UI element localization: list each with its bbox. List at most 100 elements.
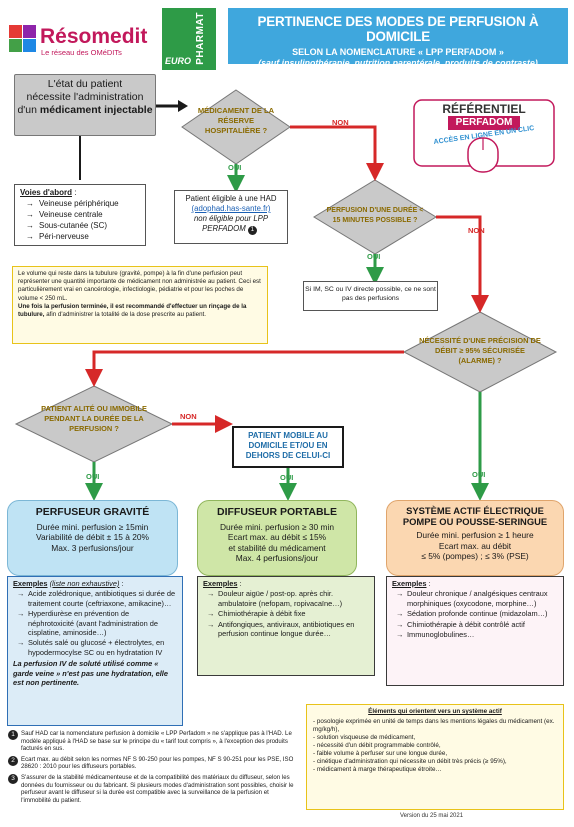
elements-item: - nécessité d'un débit programmable cont… (313, 742, 441, 749)
card-line: Ecart max. au débit ≤ 15% (227, 532, 327, 542)
resomedit-puzzle-icon (9, 25, 36, 52)
example-item: Douleur aigüe / post-op. après chir. amb… (207, 589, 369, 608)
had-box: Patient éligible à une HAD (adophad.has-… (174, 190, 288, 244)
examples-actif-box: Exemples : Douleur chronique / analgésiq… (386, 576, 564, 686)
had-line1: Patient éligible à une HAD (185, 194, 277, 203)
page-subtitle-exclusions: (sauf insulinothérapie, nutrition parent… (258, 58, 538, 68)
label-oui: OUI (367, 252, 381, 261)
voies-item: Péri-nerveuse (26, 231, 140, 242)
card-title: DIFFUSEUR PORTABLE (217, 506, 337, 518)
footnote-text: Sauf HAD car la nomenclature perfusion à… (21, 730, 292, 753)
card-line: Durée mini. perfusion ≥ 1 heure (416, 530, 534, 540)
examples-title: Exemples (203, 579, 238, 588)
example-item: Antifongiques, antiviraux, antibiotiques… (207, 620, 369, 639)
card-line: ≤ 5% (pompes) ; ≤ 3% (PSE) (421, 551, 529, 561)
decision-alite: PATIENT ALITÉ OU IMMOBILE PENDANT LA DUR… (41, 404, 147, 433)
footnote-text: S'assurer de la stabilité médicamenteuse… (21, 773, 294, 804)
label-oui: OUI (472, 470, 486, 479)
volume-end: afin d'administrer la totalité de la dos… (46, 311, 206, 319)
volume-text: Le volume qui reste dans la tubulure (gr… (18, 270, 261, 302)
pharmat-label: PHARMAT (195, 12, 206, 65)
card-title: SYSTÈME ACTIF ÉLECTRIQUE POMPE OU POUSSE… (402, 505, 548, 527)
footnote: 1 Sauf HAD car la nomenclature perfusion… (8, 730, 300, 753)
referentiel-perfadom: PERFADOM (455, 117, 513, 128)
example-item: Chimiothérapie à débit contrôlé actif (396, 620, 558, 629)
label-oui: OUI (228, 163, 242, 172)
logo-name: Résomedit (40, 25, 148, 48)
start-bold: médicament injectable (39, 104, 153, 116)
title-banner: PERTINENCE DES MODES DE PERFUSION À DOMI… (228, 8, 568, 68)
decision-duree: PERFUSION D'UNE DURÉE < 15 MINUTES POSSI… (326, 207, 424, 224)
card-line: Variabilité de débit ± 15 à 20% (36, 532, 149, 542)
elements-title: Éléments qui orientent vers un système a… (368, 708, 502, 715)
elements-item: - solution visqueuse de médicament, (313, 734, 416, 741)
examples-diffuseur-box: Exemples : Douleur aigüe / post-op. aprè… (197, 576, 375, 676)
voies-item: Veineuse centrale (26, 209, 140, 220)
example-item: Hyperdiurèse en prévention de néphrotoxi… (17, 609, 177, 637)
elements-item: - cinétique d'administration qui nécessi… (313, 758, 507, 765)
voies-abord-box: Voies d'abord : Veineuse périphérique Ve… (14, 184, 146, 246)
elements-item: - posologie exprimée en unité de temps d… (313, 718, 555, 733)
decision-precision: NÉCESSITÉ D'UNE PRÉCISION DE DÉBIT ≥ 95%… (419, 336, 541, 365)
examples-title: Exemples (392, 579, 427, 588)
card-line: Ecart max. au débit (438, 540, 512, 551)
label-non: NON (468, 226, 485, 235)
card-line: Max. 4 perfusions/jour (235, 553, 319, 563)
label-non: NON (180, 412, 197, 421)
voies-item: Sous-cutanée (SC) (26, 220, 140, 231)
voies-title: Voies d'abord (20, 188, 72, 197)
logo-tagline: Le réseau des OMéDITs (41, 48, 122, 57)
version-label: Version du 25 mai 2021 (400, 813, 464, 819)
examples-footer: La perfusion IV de soluté utilisé comme … (13, 659, 168, 688)
example-item: Chimiothérapie à débit fixe (207, 609, 369, 618)
elements-item: - faible volume à perfuser sur une longu… (313, 750, 448, 757)
systeme-actif-card: SYSTÈME ACTIF ÉLECTRIQUE POMPE OU POUSSE… (386, 500, 564, 576)
had-line3: non éligible pour LPP PERFADOM (193, 214, 269, 233)
footnote-number: 3 (8, 773, 18, 784)
examples-title-note: (liste non exhaustive) (49, 579, 120, 588)
example-item: Solutés salé ou glucosé + électrolytes, … (17, 638, 177, 657)
label-non: NON (332, 118, 349, 127)
volume-tubulure-box: Le volume qui reste dans la tubulure (gr… (12, 266, 268, 344)
card-title: PERFUSEUR GRAVITÉ (35, 506, 150, 518)
elements-systeme-actif-box: Éléments qui orientent vers un système a… (306, 704, 564, 810)
page-subtitle: SELON LA NOMENCLATURE « LPP PERFADOM » (292, 47, 504, 57)
card-line: Durée mini. perfusion ≥ 15min (36, 521, 149, 532)
start-line3: d'un (17, 104, 37, 116)
footnote-text: Ecart max. au débit selon les normes NF … (21, 755, 294, 771)
footnote: 3 S'assurer de la stabilité médicamenteu… (8, 773, 300, 804)
europharmat-logo: PHARMAT EURO (162, 8, 216, 70)
label-oui: OUI (86, 472, 100, 481)
example-item: Sédation profonde continue (midazolam…) (396, 609, 558, 618)
start-line1: L'état du patient (47, 78, 123, 90)
card-line: et stabilité du médicament (228, 542, 326, 553)
referentiel-perfadom-link[interactable]: RÉFÉRENTIEL PERFADOM ACCÈS EN LIGNE EN U… (408, 98, 560, 176)
elements-item: - médicament à marge thérapeutique étroi… (313, 766, 442, 773)
start-box: L'état du patient nécessite l'administra… (14, 74, 156, 136)
page-title: PERTINENCE DES MODES DE PERFUSION À DOMI… (257, 14, 539, 44)
card-line: Durée mini. perfusion ≥ 30 min (220, 521, 334, 532)
footnote: 2 Ecart max. au débit selon les normes N… (8, 755, 300, 771)
example-item: Douleur chronique / analgésiques centrau… (396, 589, 558, 608)
volume-bold: Une fois la perfusion terminée, il est r… (18, 302, 247, 319)
footnote-number: 2 (8, 755, 18, 766)
euro-label: EURO (165, 56, 192, 66)
decision-reserve: MÉDICAMENT DE LA RÉSERVE HOSPITALIÈRE ? (197, 106, 275, 135)
perfuseur-gravite-card: PERFUSEUR GRAVITÉ Durée mini. perfusion … (7, 500, 178, 576)
referentiel-title: RÉFÉRENTIEL (442, 102, 526, 116)
had-link[interactable]: (adophad.has-sante.fr) (191, 204, 271, 213)
siim-box: Si IM, SC ou IV directe possible, ce ne … (303, 281, 438, 311)
footnote-number: 1 (8, 730, 18, 740)
label-oui: OUI (280, 473, 294, 482)
examples-gravite-box: Exemples (liste non exhaustive) : Acide … (7, 576, 183, 726)
had-note: 1 (247, 226, 257, 235)
card-line: Max. 3 perfusions/jour (51, 542, 134, 553)
start-line2: nécessite l'administration (26, 91, 144, 103)
diffuseur-portable-card: DIFFUSEUR PORTABLE Durée mini. perfusion… (197, 500, 357, 576)
example-item: Immunoglobulines… (396, 630, 558, 639)
examples-title: Exemples (13, 579, 48, 588)
voies-item: Veineuse périphérique (26, 198, 140, 209)
example-item: Acide zolédronique, antibiotiques si dur… (17, 589, 177, 608)
patient-mobile-box: PATIENT MOBILE AU DOMICILE ET/OU EN DEHO… (232, 426, 344, 468)
